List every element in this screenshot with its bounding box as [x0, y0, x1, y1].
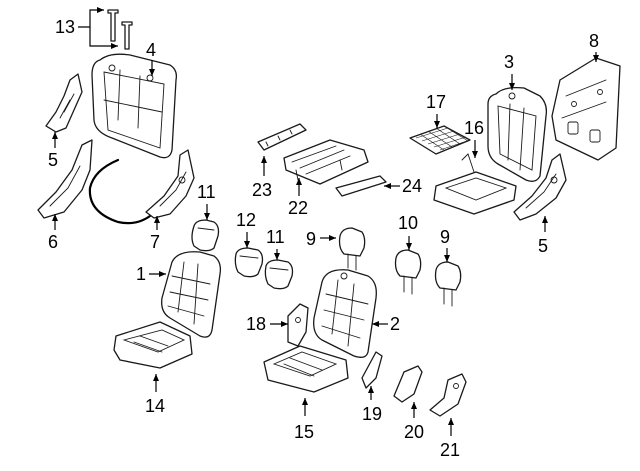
svg-text:16: 16 — [464, 118, 484, 138]
svg-text:3: 3 — [504, 52, 514, 72]
part-11-headrest-lower — [264, 259, 294, 290]
svg-text:11: 11 — [197, 182, 216, 202]
part-10-headrest — [394, 249, 422, 295]
part-22-seat-track — [283, 139, 369, 185]
svg-text:9: 9 — [440, 227, 450, 247]
svg-text:8: 8 — [589, 31, 599, 51]
callout-13: 13 — [55, 7, 118, 49]
part-15-seat-cushion — [263, 345, 349, 393]
part-19-trim — [361, 351, 383, 389]
part-6-trim-panel — [37, 139, 93, 219]
svg-text:15: 15 — [294, 422, 314, 442]
svg-text:13: 13 — [55, 17, 75, 37]
svg-text:9: 9 — [306, 229, 316, 249]
svg-text:21: 21 — [440, 440, 460, 460]
svg-text:20: 20 — [404, 422, 424, 442]
callout-21: 21 — [440, 418, 460, 460]
callout-17: 17 — [426, 92, 446, 128]
callout-4: 4 — [146, 40, 156, 76]
callout-11-lower: 11 — [266, 227, 285, 260]
callout-1: 1 — [136, 264, 166, 284]
part-5-bracket-left — [45, 73, 83, 133]
part-20-trim — [393, 365, 423, 403]
part-18-bracket — [287, 303, 309, 347]
part-8-rear-panel — [551, 57, 621, 161]
part-9-headrest-left — [338, 227, 366, 271]
svg-text:24: 24 — [402, 176, 422, 196]
svg-text:17: 17 — [426, 92, 446, 112]
part-9-headrest-right — [434, 261, 462, 307]
svg-text:12: 12 — [236, 210, 256, 230]
part-16-seat-pan — [433, 153, 517, 215]
svg-text:10: 10 — [398, 213, 418, 233]
svg-text:6: 6 — [48, 232, 58, 252]
svg-text:23: 23 — [252, 180, 272, 200]
callout-6: 6 — [48, 214, 58, 252]
svg-text:1: 1 — [136, 264, 146, 284]
callout-12: 12 — [236, 210, 256, 248]
svg-text:19: 19 — [362, 404, 382, 424]
svg-text:22: 22 — [288, 198, 308, 218]
part-1-seat-back — [161, 251, 222, 338]
callout-11-upper: 11 — [197, 182, 216, 220]
part-24-trim-strip — [335, 175, 387, 197]
svg-text:5: 5 — [48, 150, 58, 170]
callout-9-left: 9 — [306, 229, 336, 249]
callout-3: 3 — [504, 52, 515, 90]
svg-text:7: 7 — [150, 232, 160, 252]
callout-10: 10 — [398, 213, 418, 250]
part-3-seat-back-frame — [487, 86, 548, 182]
part-5-bracket-right — [513, 153, 567, 221]
svg-text:5: 5 — [538, 236, 548, 256]
svg-text:11: 11 — [266, 227, 285, 247]
svg-text:2: 2 — [390, 314, 400, 334]
callout-15: 15 — [294, 398, 314, 442]
callout-2: 2 — [372, 314, 400, 334]
callout-8: 8 — [589, 31, 599, 62]
callout-20: 20 — [404, 402, 424, 442]
callout-5-right: 5 — [538, 216, 548, 256]
part-11-headrest-upper — [191, 219, 220, 252]
callout-14: 14 — [145, 374, 165, 416]
callout-18: 18 — [246, 314, 288, 334]
part-4-seat-back-frame — [91, 53, 178, 159]
part-21-trim — [429, 373, 467, 417]
svg-text:14: 14 — [145, 396, 165, 416]
callout-16: 16 — [464, 118, 484, 158]
part-23-bracket — [257, 123, 307, 151]
callout-23: 23 — [252, 156, 272, 200]
part-13-bolts — [107, 9, 133, 50]
callout-5-left: 5 — [48, 132, 58, 170]
callout-22: 22 — [288, 178, 308, 218]
part-12-headrest — [234, 247, 264, 278]
part-7-cable-bracket — [88, 149, 195, 225]
part-14-seat-cushion — [113, 321, 193, 369]
callout-24: 24 — [384, 176, 422, 196]
svg-text:4: 4 — [146, 40, 156, 60]
callout-7: 7 — [150, 216, 160, 252]
part-17-mesh-pad — [409, 125, 471, 155]
callout-9-right: 9 — [440, 227, 450, 262]
part-2-seat-back — [313, 269, 377, 358]
callout-19: 19 — [362, 386, 382, 424]
svg-text:18: 18 — [246, 314, 266, 334]
